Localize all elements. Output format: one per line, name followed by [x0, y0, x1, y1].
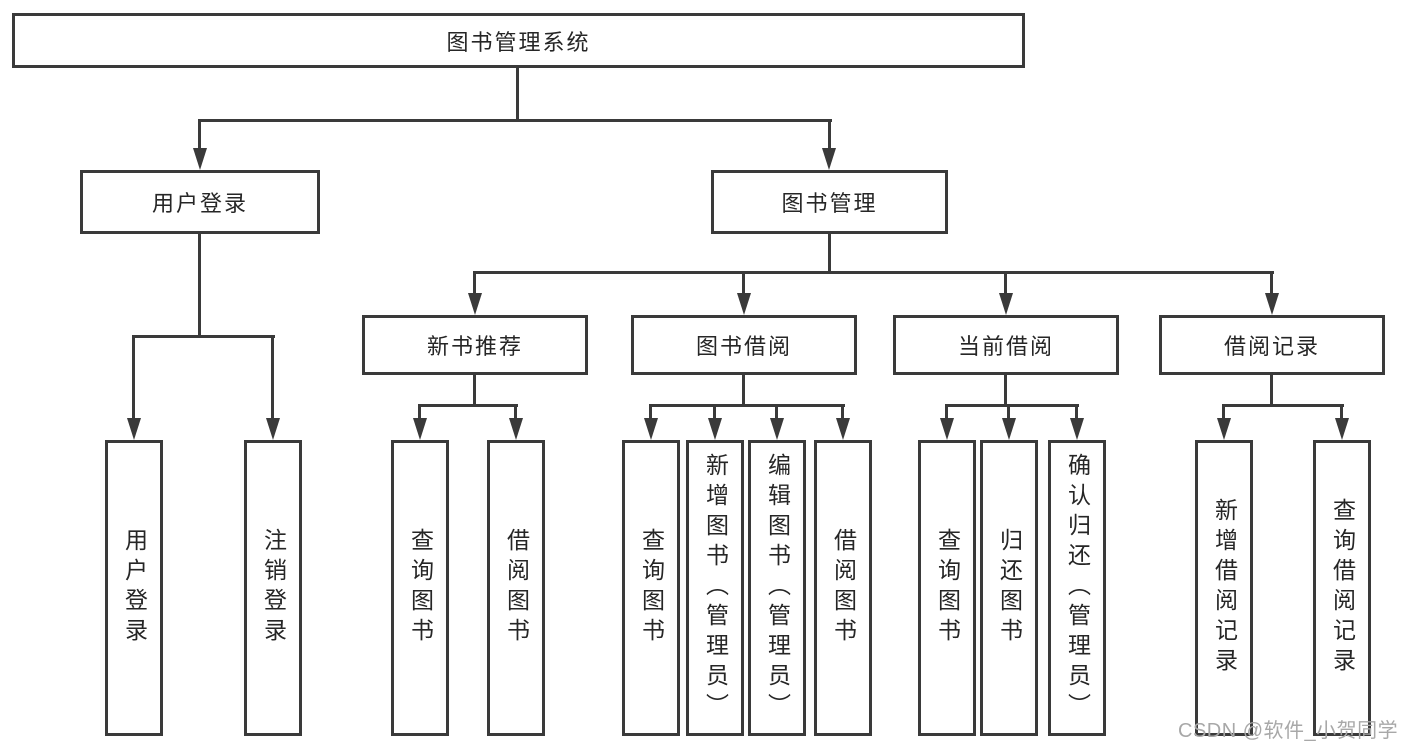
connector-line — [841, 404, 844, 420]
connector-line — [1270, 271, 1273, 295]
leaf-current-query-books: 查询图书 — [918, 440, 976, 736]
arrow-down-icon — [413, 418, 427, 440]
leaf-records-query-record: 查询借阅记录 — [1313, 440, 1371, 736]
node-current-borrowing: 当前借阅 — [893, 315, 1119, 375]
node-library-management-system: 图书管理系统 — [12, 13, 1025, 68]
arrow-down-icon — [127, 418, 141, 440]
connector-line — [775, 404, 778, 420]
node-borrowing-records: 借阅记录 — [1159, 315, 1385, 375]
connector-line — [271, 335, 274, 420]
arrow-down-icon — [836, 418, 850, 440]
connector-line — [198, 232, 201, 337]
arrow-down-icon — [1217, 418, 1231, 440]
arrow-down-icon — [737, 293, 751, 315]
connector-line — [1222, 404, 1225, 420]
connector-line — [945, 404, 948, 420]
arrow-down-icon — [822, 148, 836, 170]
arrow-down-icon — [193, 148, 207, 170]
arrow-down-icon — [1265, 293, 1279, 315]
arrow-down-icon — [770, 418, 784, 440]
connector-line — [649, 404, 652, 420]
leaf-records-add-record: 新增借阅记录 — [1195, 440, 1253, 736]
csdn-watermark: CSDN @软件_小贺同学 — [1178, 720, 1399, 742]
arrow-down-icon — [708, 418, 722, 440]
connector-line — [516, 66, 519, 121]
leaf-current-confirm-return-admin: 确认归还（管理员） — [1048, 440, 1106, 736]
connector-line — [945, 404, 1079, 407]
connector-line — [1075, 404, 1078, 420]
leaf-user-login: 用户登录 — [105, 440, 163, 736]
connector-line — [742, 373, 745, 406]
leaf-borrowing-query-books: 查询图书 — [622, 440, 680, 736]
connector-line — [1222, 404, 1344, 407]
leaf-borrowing-add-books-admin: 新增图书（管理员） — [686, 440, 744, 736]
connector-line — [742, 271, 745, 295]
connector-line — [198, 119, 832, 122]
connector-line — [1007, 404, 1010, 420]
connector-line — [1340, 404, 1343, 420]
leaf-logout: 注销登录 — [244, 440, 302, 736]
leaf-current-return-books: 归还图书 — [980, 440, 1038, 736]
connector-line — [473, 271, 1274, 274]
connector-line — [473, 373, 476, 406]
connector-line — [132, 335, 275, 338]
arrow-down-icon — [266, 418, 280, 440]
connector-line — [1004, 271, 1007, 295]
arrow-down-icon — [509, 418, 523, 440]
arrow-down-icon — [940, 418, 954, 440]
connector-line — [1004, 373, 1007, 406]
leaf-recommend-query-books: 查询图书 — [391, 440, 449, 736]
connector-line — [713, 404, 716, 420]
connector-line — [514, 404, 517, 420]
connector-line — [1270, 373, 1273, 406]
connector-line — [418, 404, 421, 420]
connector-line — [828, 119, 831, 150]
arrow-down-icon — [468, 293, 482, 315]
connector-line — [473, 271, 476, 295]
leaf-borrowing-borrow-books: 借阅图书 — [814, 440, 872, 736]
arrow-down-icon — [1002, 418, 1016, 440]
arrow-down-icon — [999, 293, 1013, 315]
connector-line — [649, 404, 845, 407]
node-book-borrowing: 图书借阅 — [631, 315, 857, 375]
arrow-down-icon — [1335, 418, 1349, 440]
connector-line — [198, 119, 201, 150]
leaf-recommend-borrow-books: 借阅图书 — [487, 440, 545, 736]
connector-line — [828, 232, 831, 274]
connector-line — [132, 335, 135, 420]
leaf-borrowing-edit-books-admin: 编辑图书（管理员） — [748, 440, 806, 736]
arrow-down-icon — [1070, 418, 1084, 440]
arrow-down-icon — [644, 418, 658, 440]
node-user-login-branch: 用户登录 — [80, 170, 320, 234]
node-book-management-branch: 图书管理 — [711, 170, 948, 234]
node-new-book-recommend: 新书推荐 — [362, 315, 588, 375]
connector-line — [418, 404, 518, 407]
